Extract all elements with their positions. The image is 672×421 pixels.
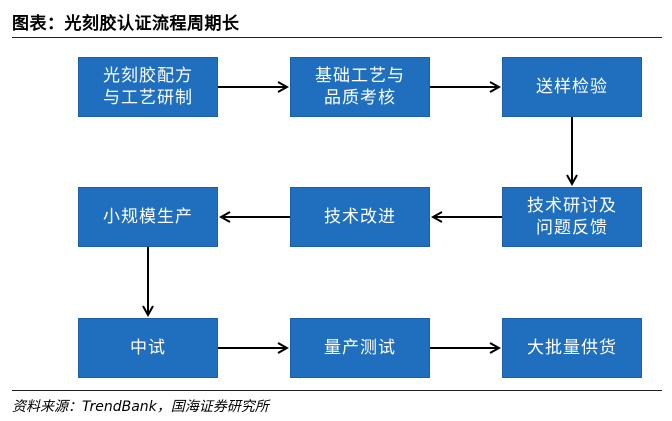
source-note: 资料来源：TrendBank，国海证券研究所	[12, 399, 269, 415]
node-basic-process-quality: 基础工艺与 品质考核	[290, 57, 430, 117]
figure-title: 图表：光刻胶认证流程周期长	[12, 14, 240, 34]
node-pilot-test: 中试	[78, 318, 218, 378]
source-rule	[12, 390, 662, 391]
node-sample-inspection: 送样检验	[502, 57, 642, 117]
title-rule	[12, 37, 662, 38]
node-mass-production-test: 量产测试	[290, 318, 430, 378]
node-technical-discussion: 技术研讨及 问题反馈	[502, 187, 642, 247]
node-small-scale-production: 小规模生产	[78, 187, 218, 247]
node-bulk-supply: 大批量供货	[502, 318, 642, 378]
node-technical-improvement: 技术改进	[290, 187, 430, 247]
node-photoresist-formulation: 光刻胶配方 与工艺研制	[78, 57, 218, 117]
